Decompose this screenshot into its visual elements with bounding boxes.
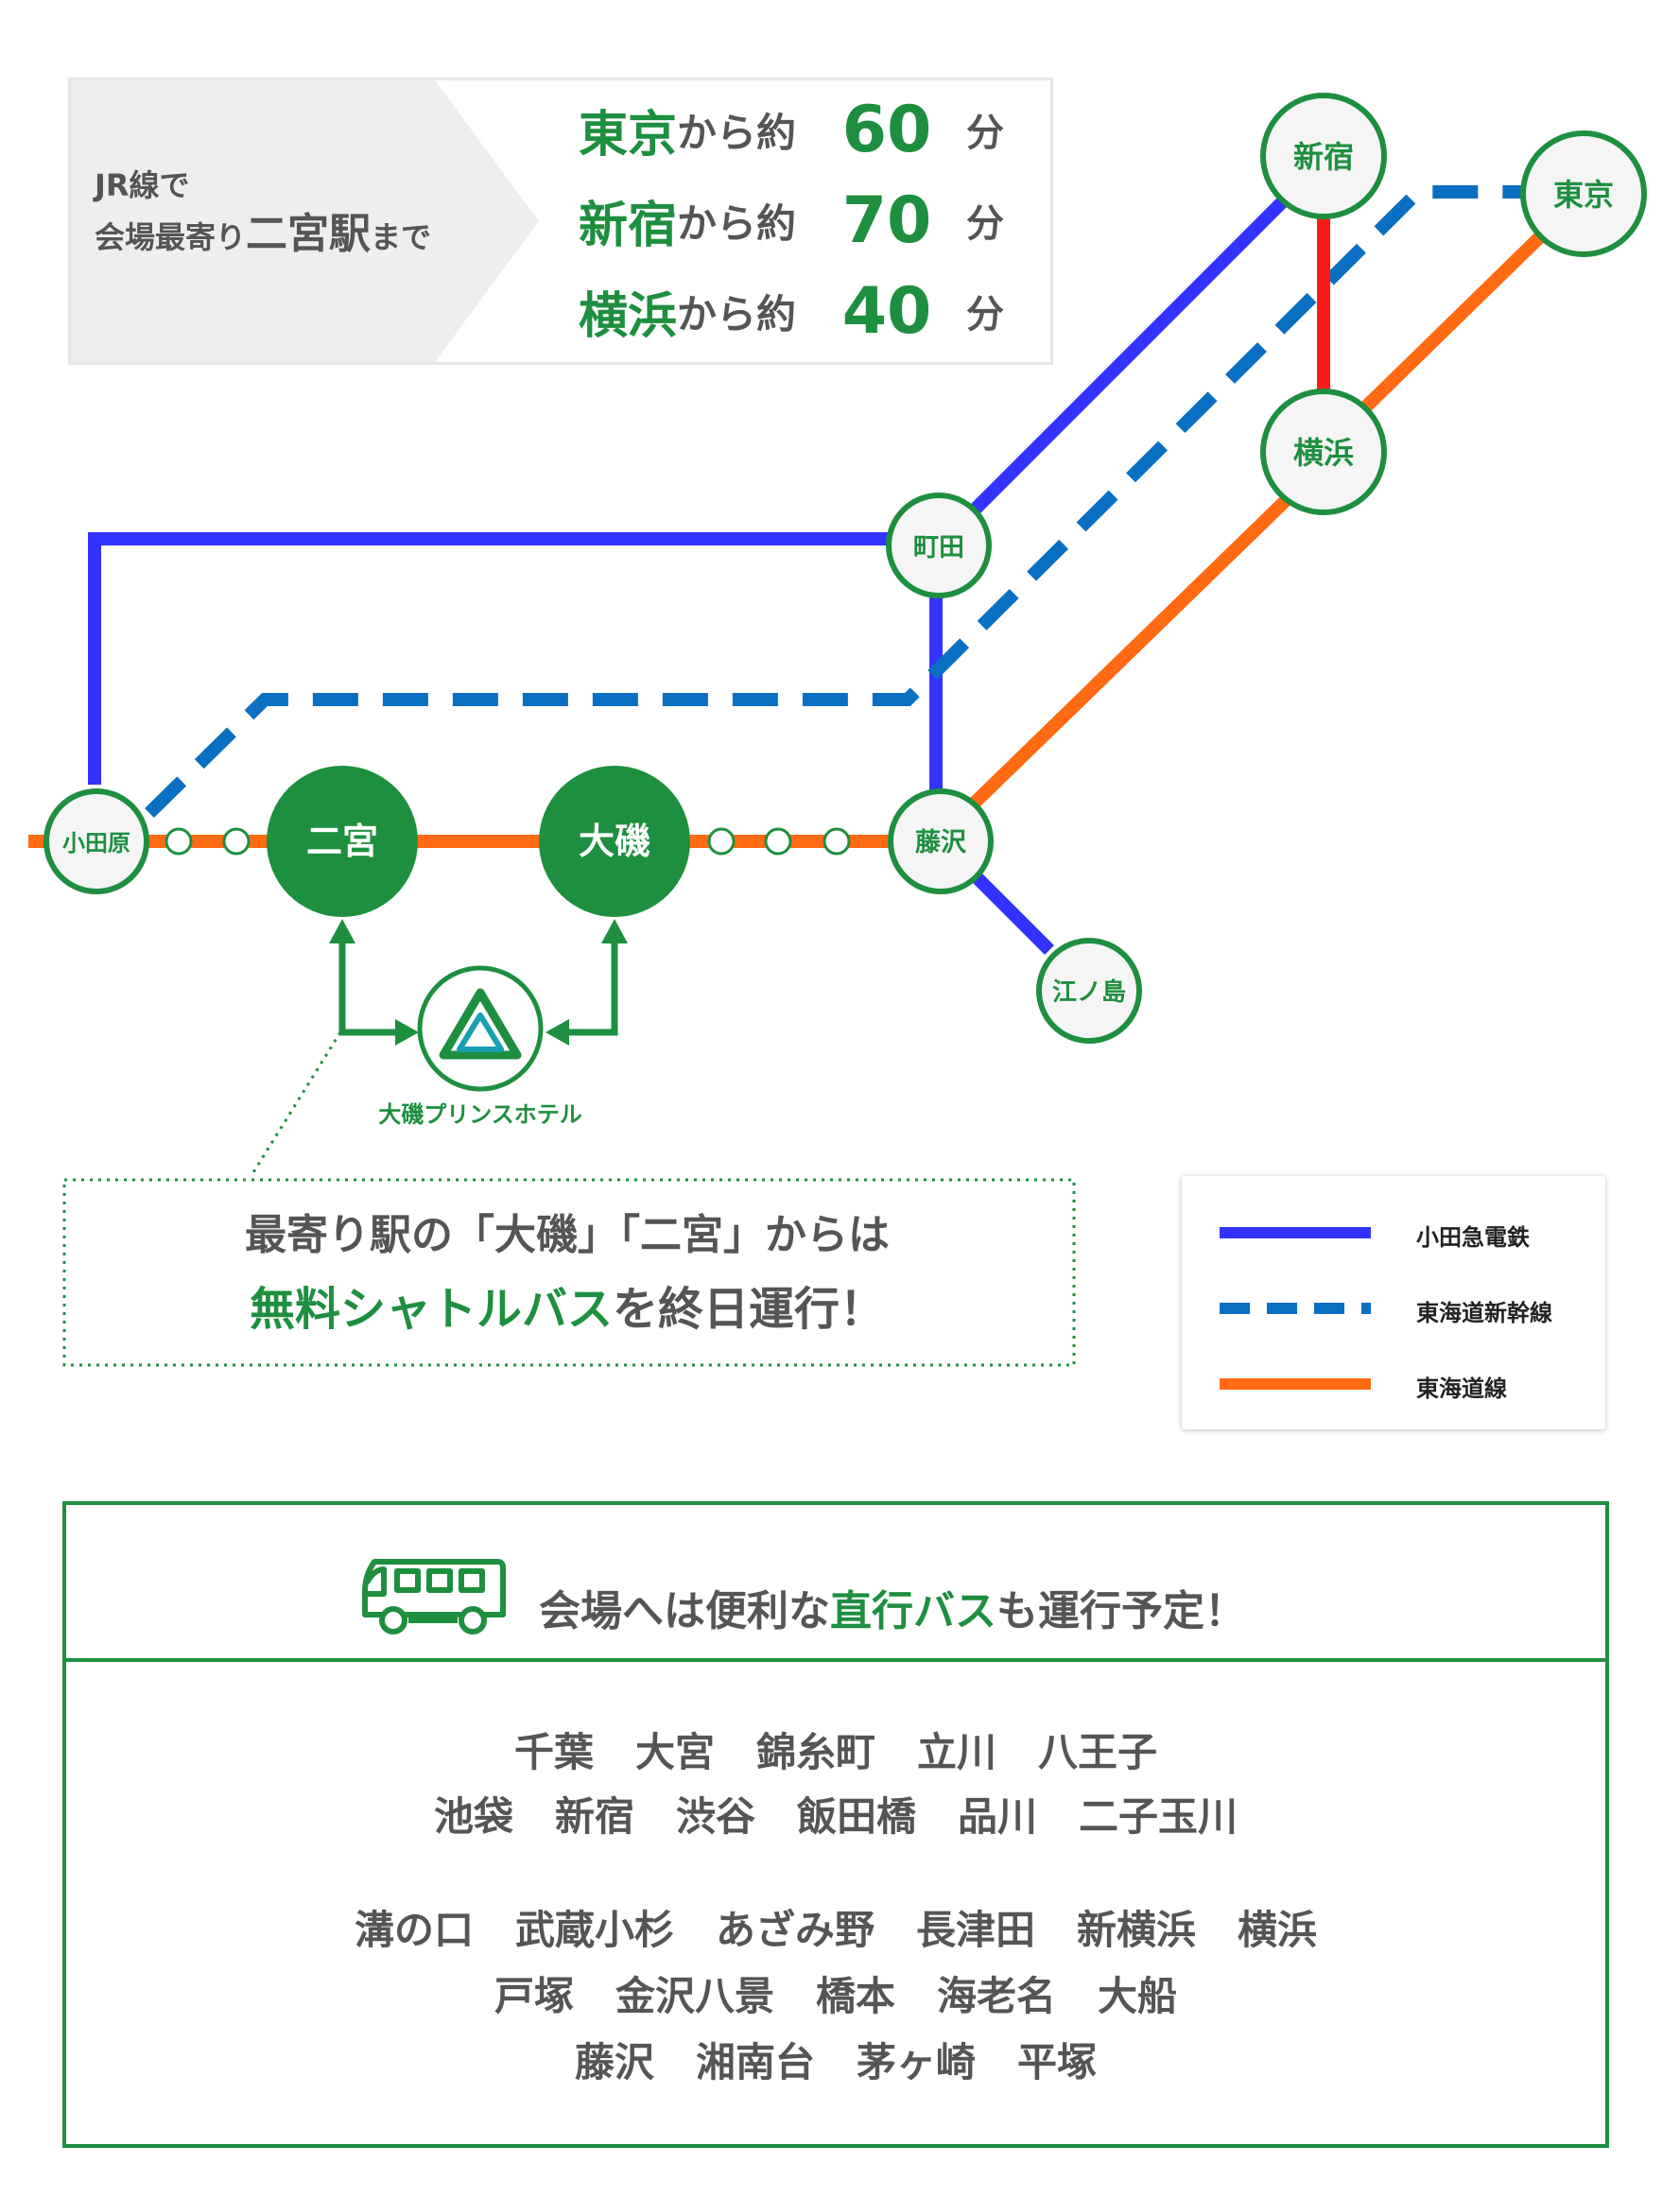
svg-text:小田原: 小田原 <box>62 830 130 856</box>
destination: 海老名 <box>937 1973 1057 2019</box>
destination: 八王子 <box>1038 1729 1158 1775</box>
svg-text:藤沢: 藤沢 <box>915 828 967 857</box>
destination: 長津田 <box>916 1907 1036 1953</box>
station-shinjuku: 新宿 <box>1260 93 1387 219</box>
station-tokyo: 東京 <box>1520 130 1647 257</box>
svg-text:町田: 町田 <box>913 533 964 562</box>
destination: 武蔵小杉 <box>514 1907 674 1953</box>
arrow-head-hotel-right <box>546 1019 569 1046</box>
destination: 渋谷 <box>675 1793 755 1840</box>
shuttle-callout-box <box>62 1178 1076 1367</box>
station-odawara: 小田原 <box>43 788 149 894</box>
legend: 小田急電鉄 東海道新幹線 東海道線 <box>1182 1176 1605 1429</box>
minor-stop <box>764 827 792 856</box>
destination: 平塚 <box>1017 2039 1098 2085</box>
destination: 橋本 <box>815 1973 895 2019</box>
destination: 金沢八景 <box>615 1973 774 2019</box>
destination-row: 戸塚金沢八景橋本海老名大船 <box>62 1964 1609 2022</box>
svg-text:二宮: 二宮 <box>306 821 378 862</box>
legend-label-tokaido: 東海道線 <box>1416 1375 1507 1402</box>
station-machida: 町田 <box>886 493 992 598</box>
shuttle-note-line2: 無料シャトルバスを終日運行！ <box>249 1283 886 1336</box>
destination: 千葉 <box>513 1729 594 1775</box>
destination-row: 千葉大宮錦糸町立川八王子 <box>62 1721 1609 1778</box>
station-fujisawa: 藤沢 <box>888 788 994 894</box>
destination-row: 溝の口武蔵小杉あざみ野長津田新横浜横浜 <box>62 1898 1609 1956</box>
route-map: 新宿 東京 横浜 町田 小田原 二宮 大磯 藤沢 江ノ島 <box>28 93 1647 1367</box>
legend-label-shinkansen: 東海道新幹線 <box>1416 1300 1552 1326</box>
info-line1: JR線で <box>95 167 190 203</box>
arrow-head-hotel-left <box>395 1019 419 1046</box>
shuttle-note-line1: 最寄り駅の「大磯」「二宮」からは <box>245 1211 890 1259</box>
svg-text:新宿: 新宿 <box>1293 139 1354 175</box>
shuttle-arrows <box>338 938 618 1036</box>
destination-row: 藤沢湘南台茅ヶ崎平塚 <box>62 2031 1609 2088</box>
minor-stop <box>165 827 193 856</box>
arrow-head-oiso <box>601 919 628 943</box>
destination: 飯田橋 <box>797 1793 917 1840</box>
destination: 横浜 <box>1238 1907 1318 1953</box>
destination: 大船 <box>1098 1973 1178 2019</box>
station-enoshima: 江ノ島 <box>1036 938 1142 1044</box>
destination: 品川 <box>958 1793 1038 1840</box>
station-ninomiya: 二宮 <box>267 766 418 917</box>
tokaido-line-north <box>969 472 1314 809</box>
station-yokohama: 横浜 <box>1260 389 1387 515</box>
destination: 錦糸町 <box>755 1729 875 1775</box>
bus-panel-divider <box>62 1658 1609 1662</box>
destination: 戸塚 <box>494 1973 574 2019</box>
svg-text:東京: 東京 <box>1553 177 1614 213</box>
info-arrow-panel <box>71 80 539 362</box>
odakyu-line-shinjuku <box>969 175 1309 515</box>
tokaido-line-tokyo <box>1357 212 1565 417</box>
destination: 溝の口 <box>354 1907 474 1953</box>
destination: 藤沢 <box>574 2039 654 2085</box>
station-oiso: 大磯 <box>539 766 690 917</box>
legend-swatches <box>1220 1227 1371 1390</box>
legend-label-odakyu: 小田急電鉄 <box>1416 1224 1530 1251</box>
info-caption: JR線で 会場最寄り二宮駅まで <box>95 161 492 262</box>
destination-row: 池袋新宿渋谷飯田橋品川二子玉川 <box>62 1785 1609 1842</box>
destination: 二子玉川 <box>1079 1793 1238 1840</box>
minor-stop <box>823 827 851 856</box>
arrow-head-ninomiya <box>329 919 355 943</box>
info-line2: 会場最寄り二宮駅まで <box>95 210 432 258</box>
shinkansen-line <box>145 185 1532 818</box>
destination: 新横浜 <box>1077 1907 1197 1953</box>
destination: あざみ野 <box>715 1907 875 1953</box>
bus-icon <box>362 1559 506 1635</box>
odakyu-line-enoshima <box>964 865 1054 955</box>
destination: 池袋 <box>433 1793 513 1840</box>
destination: 大宮 <box>634 1729 715 1775</box>
svg-text:大磯プリンスホテル: 大磯プリンスホテル <box>378 1101 582 1128</box>
destination: 新宿 <box>554 1793 634 1840</box>
hotel-marker: 大磯プリンスホテル <box>378 965 582 1128</box>
bus-title: 会場へは便利な直行バスも運行予定！ <box>539 1587 1246 1635</box>
destination: 湘南台 <box>695 2039 815 2085</box>
destination: 立川 <box>917 1729 997 1775</box>
minor-stop <box>707 827 736 856</box>
odakyu-line <box>88 532 943 837</box>
destination: 茅ヶ崎 <box>857 2039 977 2085</box>
svg-text:横浜: 横浜 <box>1293 435 1354 471</box>
minor-stop <box>222 827 251 856</box>
callout-pointer <box>249 1031 342 1178</box>
svg-text:大磯: 大磯 <box>579 821 650 862</box>
bus-panel <box>62 1501 1609 2148</box>
hotel-logo-icon <box>439 988 522 1060</box>
svg-text:江ノ島: 江ノ島 <box>1052 978 1126 1007</box>
